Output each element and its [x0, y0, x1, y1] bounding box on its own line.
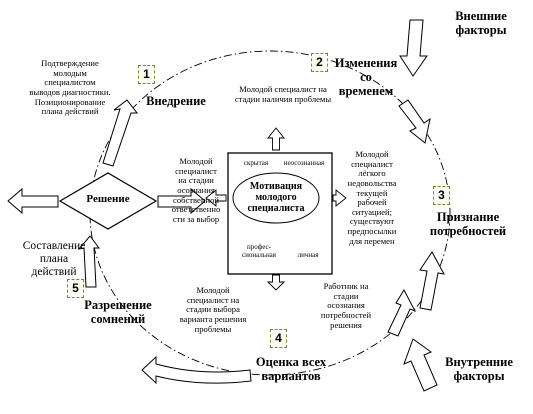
arrow-down-icon	[266, 274, 286, 291]
arrow-to-stage4-icon	[387, 288, 417, 337]
arrow-to-stage1-icon	[102, 99, 139, 167]
center-title: Мотивация молодого специалиста	[247, 181, 305, 215]
decision-arrow-left-icon	[7, 187, 59, 215]
arrow-stage2-to-stage3-icon	[398, 99, 431, 144]
left-note: Молодой специалист на стадии осознания с…	[171, 156, 221, 224]
center-hidden-label: скрытая	[243, 159, 269, 167]
decision-label: Решение	[86, 193, 130, 205]
arrow-to-decision-icon	[77, 235, 100, 288]
stage-1-number: 1	[138, 65, 155, 84]
decision-arrow-right-icon	[157, 187, 206, 215]
internal-factors-big-arrow-icon	[403, 338, 438, 392]
stage-5-note: Составление плана действий	[22, 240, 86, 278]
stage-3-note: Молодой специалист лёгкого недовольства …	[347, 149, 397, 246]
arrow-stage4-to-stage5-icon	[141, 355, 252, 385]
arrow-right-icon	[332, 189, 347, 207]
internal-factors-arrow-icon	[419, 251, 445, 311]
stage-3-number: 3	[433, 186, 450, 205]
stage-4-title: Оценка всех вариантов	[255, 355, 327, 383]
stage-1-note: Подтверждение молодым специалистом вывод…	[29, 58, 111, 117]
stage-2-number: 2	[311, 53, 328, 72]
bottom-note: Молодой специалист на стадии выбора вари…	[179, 285, 247, 334]
arrow-left-icon	[205, 189, 227, 207]
decision-diamond	[58, 172, 158, 230]
arrow-up-icon	[267, 127, 285, 151]
center-professional-label: профес- сиональная	[241, 243, 277, 259]
stage-5-number: 5	[67, 279, 84, 298]
center-unconscious-label: неосознанная	[283, 159, 325, 167]
external-factors-label: Внешние факторы	[455, 9, 507, 37]
stage-2-note: Молодой специалист на стадии наличия про…	[234, 84, 332, 104]
cycle-ellipse	[89, 50, 451, 376]
stage-3-title: Признание потребностей	[429, 210, 507, 238]
stage-4-note: Работник на стадии осознания потребносте…	[320, 281, 372, 330]
center-ellipse	[232, 172, 320, 224]
external-factors-arrow-icon	[399, 19, 428, 77]
stage-1-title: Внедрение	[146, 94, 206, 108]
center-arrows	[205, 127, 347, 291]
stage-2-title: Изменения со временем	[334, 56, 398, 98]
center-personal-label: личная	[297, 251, 319, 259]
internal-factors-label: Внутренние факторы	[445, 355, 513, 383]
stage-5-title: Разрешение сомнений	[84, 298, 152, 326]
stage-4-number: 4	[270, 329, 287, 348]
